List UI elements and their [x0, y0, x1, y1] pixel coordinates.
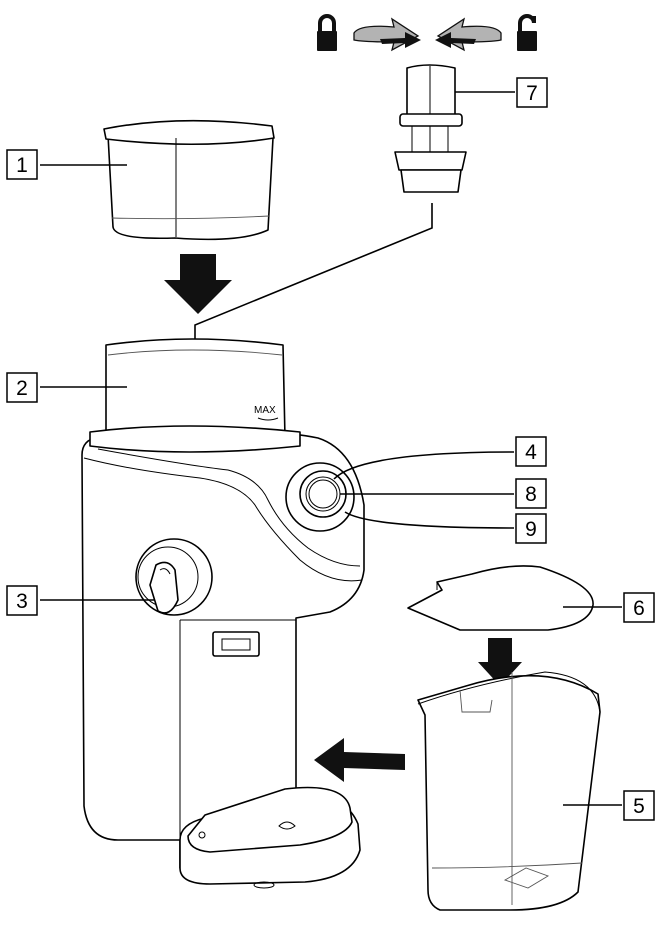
down-arrow-icon — [164, 254, 232, 314]
callout-6: 6 — [624, 593, 654, 622]
svg-text:2: 2 — [16, 377, 28, 400]
grind-selector-knob — [136, 539, 212, 615]
start-button-ring — [286, 463, 354, 531]
unlock-icon — [517, 16, 537, 51]
callout-9: 9 — [516, 514, 546, 543]
insert-arrow-icon — [314, 738, 405, 782]
callout-4: 4 — [516, 437, 546, 466]
callout-7: 7 — [517, 78, 547, 107]
max-fill-mark: MAX — [254, 405, 276, 416]
rotate-arrows-icon — [354, 19, 501, 50]
callout-5: 5 — [624, 791, 654, 820]
callout-3: 3 — [7, 586, 37, 615]
burr-insert — [395, 65, 466, 192]
coffee-container — [418, 672, 600, 910]
svg-text:5: 5 — [633, 795, 645, 818]
svg-text:8: 8 — [525, 483, 537, 506]
container-lid — [408, 566, 593, 630]
callout-1: 1 — [7, 150, 37, 179]
svg-text:4: 4 — [525, 441, 537, 464]
hopper-lid — [104, 121, 274, 240]
svg-text:6: 6 — [633, 597, 645, 620]
svg-text:3: 3 — [16, 590, 28, 613]
svg-text:1: 1 — [16, 154, 28, 177]
callout-2: 2 — [7, 373, 37, 402]
svg-text:9: 9 — [525, 518, 537, 541]
lock-icon — [317, 16, 337, 51]
callout-8: 8 — [516, 479, 546, 508]
svg-text:7: 7 — [526, 82, 538, 105]
